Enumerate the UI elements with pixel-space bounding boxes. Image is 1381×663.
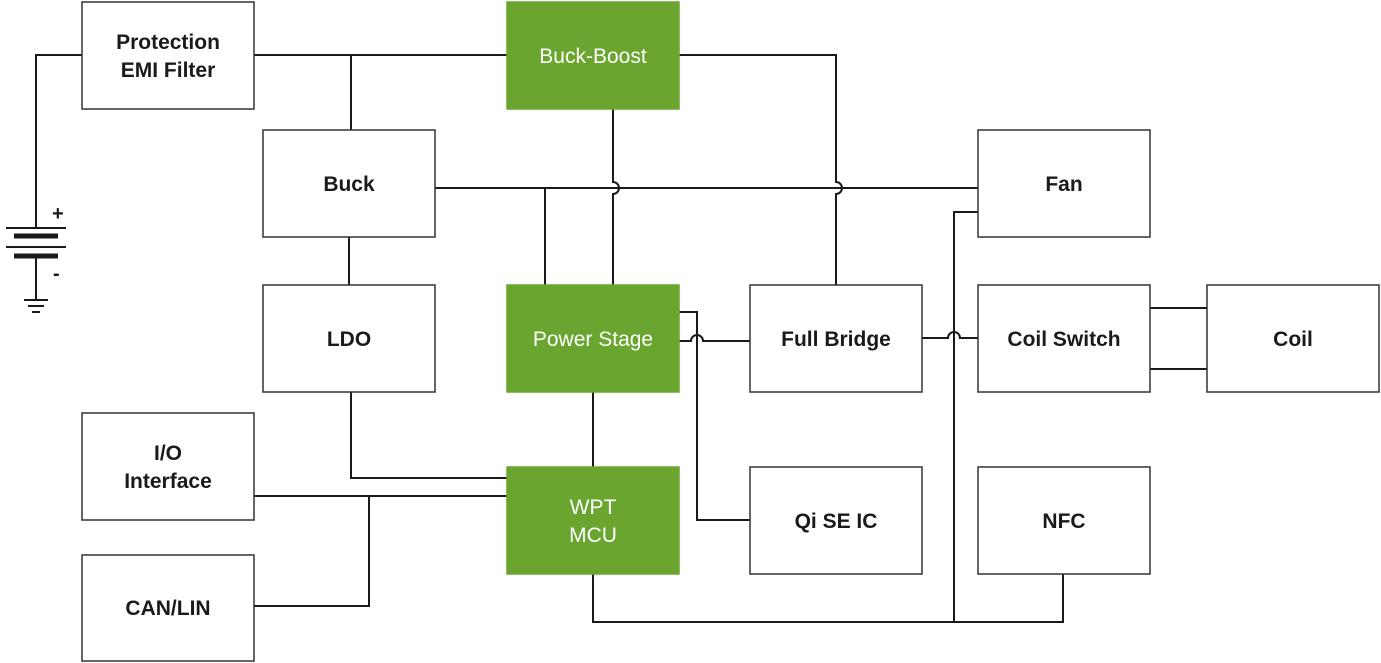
block-wpt-mcu-label-line1: WPT <box>570 496 617 519</box>
block-qi-se-ic-label: Qi SE IC <box>795 510 878 533</box>
wire-mcu-bus <box>592 573 1064 623</box>
block-coil-switch: Coil Switch <box>977 284 1151 393</box>
block-can-lin-label: CAN/LIN <box>125 597 210 620</box>
wire-buckboost-fullbridge <box>679 54 843 285</box>
block-protection-emi-filter: Protection EMI Filter <box>81 1 255 110</box>
block-fan-label: Fan <box>1045 173 1082 196</box>
block-wpt-mcu: WPT MCU <box>506 466 680 575</box>
block-ldo: LDO <box>262 284 436 393</box>
wire-ldo-mcu <box>350 392 507 479</box>
block-nfc-label: NFC <box>1042 510 1085 533</box>
wire-fullbridge-coilswitch <box>922 331 978 339</box>
block-full-bridge: Full Bridge <box>749 284 923 393</box>
wire-powerstage-qi <box>679 311 750 521</box>
battery-icon: + - <box>6 203 66 285</box>
block-io-label-line2: Interface <box>124 470 212 493</box>
wire-powerstage-fullbridge <box>679 334 750 342</box>
block-coil-label: Coil <box>1273 328 1313 351</box>
block-buck-boost-label: Buck-Boost <box>539 45 647 68</box>
wire-battery-protection <box>35 54 82 228</box>
ground-icon <box>24 299 48 313</box>
block-power-stage-label: Power Stage <box>533 328 653 351</box>
wire-canlin-mcu <box>254 496 370 607</box>
block-ldo-label: LDO <box>327 328 371 351</box>
block-nfc: NFC <box>977 466 1151 575</box>
wire-bus-fan <box>953 211 978 622</box>
block-io-label-line1: I/O <box>154 442 182 465</box>
block-power-stage: Power Stage <box>506 284 680 393</box>
block-wpt-mcu-label-line2: MCU <box>569 524 617 547</box>
block-io-interface: I/O Interface <box>81 412 255 521</box>
block-buck: Buck <box>262 129 436 238</box>
block-coil: Coil <box>1206 284 1380 393</box>
wires <box>35 54 1207 623</box>
block-protection-label-line1: Protection <box>116 31 220 54</box>
battery-plus-label: + <box>52 203 64 225</box>
block-fan: Fan <box>977 129 1151 238</box>
block-buck-boost: Buck-Boost <box>506 1 680 110</box>
block-full-bridge-label: Full Bridge <box>781 328 891 351</box>
battery-minus-label: - <box>53 263 60 285</box>
block-qi-se-ic: Qi SE IC <box>749 466 923 575</box>
wire-buckboost-powerstage <box>612 109 620 285</box>
block-buck-label: Buck <box>323 173 375 196</box>
block-can-lin: CAN/LIN <box>81 554 255 662</box>
block-protection-label-line2: EMI Filter <box>121 59 216 82</box>
block-coil-switch-label: Coil Switch <box>1007 328 1120 351</box>
